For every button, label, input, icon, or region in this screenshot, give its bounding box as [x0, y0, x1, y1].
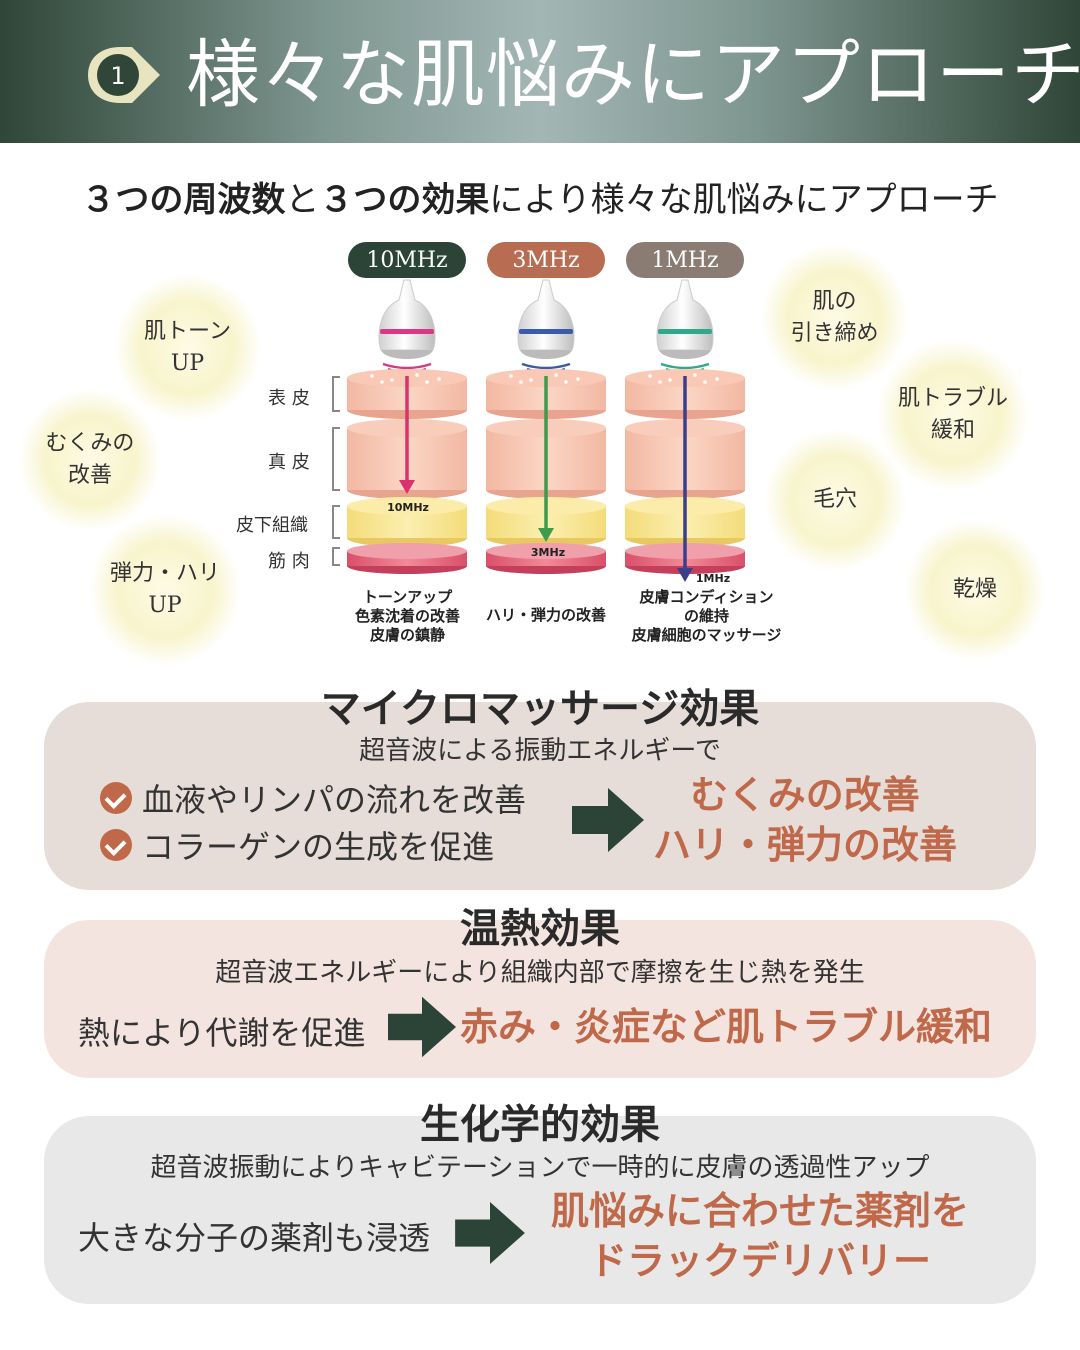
- frequency-pill-3mhz: 3MHz: [487, 242, 605, 278]
- layer-brackets: [332, 376, 340, 566]
- ultrasound-wave-icon: [521, 362, 571, 370]
- pore-dot: [509, 374, 513, 378]
- result-micromassage: むくみの改善ハリ・弾力の改善: [652, 773, 957, 867]
- probe-tip: [659, 350, 711, 359]
- panel-title-thermal: 温熱効果: [460, 905, 620, 952]
- check-circle-icon: [100, 829, 132, 861]
- pore-dot: [437, 377, 441, 381]
- pore-dot: [390, 378, 394, 382]
- layer-label-muscle: 筋 肉: [268, 551, 310, 572]
- pore-dot: [576, 377, 580, 381]
- pore-dot: [658, 380, 662, 384]
- list-item: 血液やリンパの流れを改善: [100, 775, 526, 821]
- pore-dot: [380, 380, 384, 384]
- panel-thermal: [44, 920, 1036, 1078]
- pore-dot: [415, 373, 419, 377]
- subtitle: ３つの周波数と３つの効果により様々な肌悩みにアプローチ: [81, 180, 999, 220]
- bubble-tightening: 肌の 引き締め: [762, 245, 907, 390]
- list-item: 熱により代謝を促進: [78, 1014, 366, 1052]
- arrow-head-icon: [399, 480, 415, 494]
- caption-10mhz: トーンアップ 色素沈着の改善 皮膚の鎮静: [354, 588, 460, 644]
- pore-dot: [519, 380, 523, 384]
- bubble-pores: 毛穴: [765, 430, 905, 570]
- frequency-pill-1mhz: 1MHz: [626, 242, 744, 278]
- bubble-dryness: 乾燥: [905, 520, 1045, 660]
- layer-label-epidermis: 表 皮: [268, 388, 310, 409]
- probe-tip: [520, 350, 572, 359]
- depth-label: 1MHz: [696, 572, 730, 585]
- panel-biochemical: [44, 1116, 1036, 1304]
- badge-number: 1: [110, 62, 125, 90]
- panel-desc-micromassage: 超音波による振動エネルギーで: [359, 736, 721, 766]
- result-biochemical: 肌悩みに合わせた薬剤をドラックデリバリー: [550, 1189, 969, 1283]
- ultrasound-probe-icon: [378, 279, 436, 351]
- caption-1mhz: 皮膚コンディション の維持 皮膚細胞のマッサージ: [631, 588, 782, 644]
- panel-micromassage: [44, 702, 1036, 890]
- ultrasound-probe-icon: [656, 279, 714, 351]
- pore-dot: [425, 380, 429, 384]
- right-arrow-icon: [455, 1202, 525, 1264]
- ultrasound-wave-icon: [382, 362, 432, 370]
- panel-title-micromassage: マイクロマッサージ効果: [320, 685, 760, 732]
- probe-ring: [658, 329, 712, 334]
- frequency-pill-10mhz: 10MHz: [348, 242, 466, 278]
- layer-label-dermis: 真 皮: [268, 452, 310, 473]
- muscle-layer-top: [347, 543, 467, 559]
- ultrasound-probe-icon: [517, 279, 575, 351]
- muscle-layer-top: [486, 543, 606, 559]
- ultrasound-wave-icon: [660, 362, 710, 370]
- step-number-badge-icon: 1: [88, 47, 160, 103]
- check-circle-icon: [100, 782, 132, 814]
- list-item: 大きな分子の薬剤も浸透: [78, 1219, 431, 1257]
- bubble-skin-tone: 肌トーン UP: [115, 275, 260, 420]
- depth-label: 3MHz: [531, 546, 565, 559]
- pore-dot: [564, 380, 568, 384]
- pore-dot: [554, 373, 558, 377]
- bubble-skin-trouble: 肌トラブル 緩和: [878, 340, 1028, 490]
- layer-label-subcutaneous: 皮下組織: [236, 515, 308, 536]
- arrow-head-icon: [538, 528, 554, 542]
- pore-dot: [370, 374, 374, 378]
- page-title: 様々な肌悩みにアプローチ: [186, 32, 1080, 118]
- arrow-head-icon: [677, 568, 693, 582]
- pore-dot: [715, 377, 719, 381]
- pore-dot: [648, 374, 652, 378]
- probe-tip: [381, 350, 433, 359]
- depth-label: 10MHz: [387, 501, 429, 514]
- skin-layer-diagram: 10MHz 3MHz 1MHz: [332, 279, 745, 585]
- bubble-swelling: むくみの 改善: [20, 390, 160, 530]
- probe-ring: [519, 329, 573, 334]
- bubble-elasticity: 弾力・ハリ UP: [90, 515, 240, 665]
- pore-dot: [529, 378, 533, 382]
- panel-title-biochemical: 生化学的効果: [420, 1101, 660, 1148]
- list-item: コラーゲンの生成を促進: [100, 822, 494, 868]
- caption-3mhz: ハリ・弾力の改善: [485, 606, 606, 624]
- right-arrow-icon: [388, 996, 456, 1058]
- fat-layer-top: [347, 497, 467, 515]
- result-thermal: 赤み・炎症など肌トラブル緩和: [460, 1005, 993, 1049]
- pore-dot: [703, 380, 707, 384]
- probe-ring: [380, 329, 434, 334]
- pore-dot: [693, 373, 697, 377]
- panel-desc-thermal: 超音波エネルギーにより組織内部で摩擦を生じ熱を発生: [215, 958, 865, 988]
- right-arrow-icon: [572, 788, 644, 852]
- panel-desc-biochemical: 超音波振動によりキャビテーションで一時的に皮膚の透過性アップ: [150, 1153, 930, 1183]
- pore-dot: [668, 378, 672, 382]
- header-banner: 1 様々な肌悩みにアプローチ: [0, 0, 1080, 143]
